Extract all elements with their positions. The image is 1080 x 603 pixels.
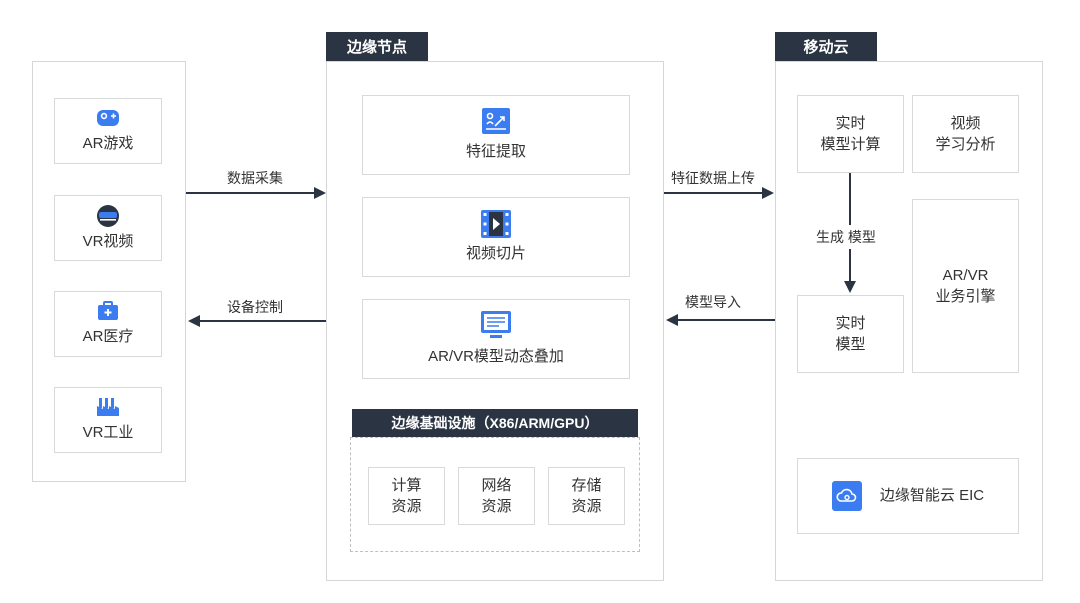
device-card-vr-video[interactable]: VR视频 <box>54 195 162 261</box>
device-card-vr-industry[interactable]: VR工业 <box>54 387 162 453</box>
function-label: 特征提取 <box>465 143 526 160</box>
arrow-label-generate-model: 生成 模型 <box>812 225 880 249</box>
arrow-label-feature-upload: 特征数据上传 <box>671 170 755 186</box>
cloud-label: 实时 模型计算 <box>820 115 881 153</box>
cloud-label: AR/VR 业务引擎 <box>935 267 996 305</box>
infra-card-compute[interactable]: 计算 资源 <box>368 467 445 525</box>
device-label: VR工业 <box>82 424 134 441</box>
arrow-feature-upload <box>664 187 774 199</box>
infra-label: 网络 资源 <box>481 477 512 515</box>
device-card-ar-medical[interactable]: AR医疗 <box>54 291 162 357</box>
infra-card-network[interactable]: 网络 资源 <box>458 467 535 525</box>
function-card-arvr-overlay[interactable]: AR/VR模型动态叠加 <box>362 299 630 379</box>
function-card-video-slice[interactable]: 视频切片 <box>362 197 630 277</box>
arrow-device-control <box>188 315 328 327</box>
arrow-label-model-import: 模型导入 <box>685 294 741 310</box>
arrow-label-device-control: 设备控制 <box>227 299 283 315</box>
gamepad-icon <box>97 110 119 126</box>
film-icon <box>481 210 511 238</box>
cloud-label: 实时 模型 <box>835 315 866 353</box>
cloud-icon <box>831 481 862 511</box>
vr-headset-icon <box>97 205 119 227</box>
function-card-feature-extract[interactable]: 特征提取 <box>362 95 630 175</box>
function-label: 视频切片 <box>465 245 526 262</box>
cloud-card-realtime-model[interactable]: 实时 模型 <box>797 295 904 373</box>
device-label: AR医疗 <box>82 328 134 345</box>
cloud-label: 视频 学习分析 <box>935 115 996 153</box>
edge-infra-box <box>350 437 640 552</box>
arrow-model-import <box>666 314 776 326</box>
device-card-ar-game[interactable]: AR游戏 <box>54 98 162 164</box>
cloud-card-realtime-compute[interactable]: 实时 模型计算 <box>797 95 904 173</box>
cloud-card-video-learning[interactable]: 视频 学习分析 <box>912 95 1019 173</box>
factory-icon <box>97 398 119 416</box>
arrow-data-collect <box>186 187 326 199</box>
device-label: VR视频 <box>82 233 134 250</box>
arrow-label-data-collect: 数据采集 <box>227 170 283 186</box>
infra-label: 存储 资源 <box>571 477 602 515</box>
device-label: AR游戏 <box>82 135 134 152</box>
monitor-icon <box>481 311 511 338</box>
edge-infra-title: 边缘基础设施（X86/ARM/GPU） <box>352 409 638 437</box>
infra-label: 计算 资源 <box>391 477 422 515</box>
feature-extract-icon <box>482 108 510 134</box>
mobile-cloud-title: 移动云 <box>775 32 877 61</box>
infra-card-storage[interactable]: 存储 资源 <box>548 467 625 525</box>
edge-node-title: 边缘节点 <box>326 32 428 61</box>
cloud-card-arvr-engine[interactable]: AR/VR 业务引擎 <box>912 199 1019 373</box>
function-label: AR/VR模型动态叠加 <box>428 348 564 365</box>
cloud-card-eic[interactable]: 边缘智能云 EIC <box>797 458 1019 534</box>
medical-kit-icon <box>98 301 118 320</box>
eic-label: 边缘智能云 EIC <box>879 487 985 504</box>
